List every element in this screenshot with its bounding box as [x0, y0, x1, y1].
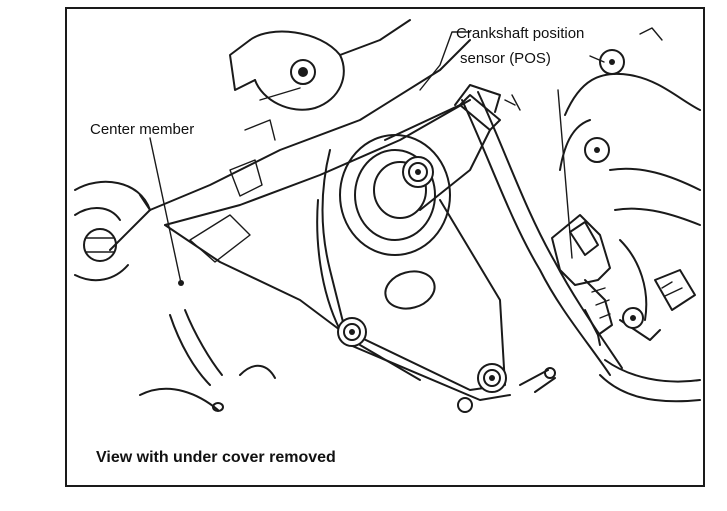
- bolt-left-mount: [337, 317, 367, 347]
- label-center-member: Center member: [90, 121, 194, 138]
- bolt-block-mid: [584, 137, 610, 163]
- sensor-harness: [454, 84, 623, 393]
- engine-block-right: [559, 49, 701, 403]
- bolt-bottom-small: [457, 397, 473, 413]
- bolt-block-top: [599, 49, 625, 75]
- lower-left-contours: [139, 280, 276, 412]
- figure-frame: [65, 7, 705, 487]
- mount-bolts: [337, 156, 507, 413]
- upper-bracket: [229, 19, 411, 111]
- label-crankshaft-line2: sensor (POS): [460, 50, 551, 67]
- leader-lines: [149, 27, 663, 284]
- bolt-lower-mount: [477, 363, 507, 393]
- left-hub: [74, 180, 151, 282]
- caption: View with under cover removed: [96, 449, 336, 466]
- bolt-block-lower: [622, 307, 644, 329]
- center-member-drawing: [109, 39, 471, 381]
- crankshaft-sensor: [551, 214, 613, 346]
- bolt-upper-mount: [402, 156, 434, 188]
- label-crankshaft-line1: Crankshaft position: [456, 25, 584, 42]
